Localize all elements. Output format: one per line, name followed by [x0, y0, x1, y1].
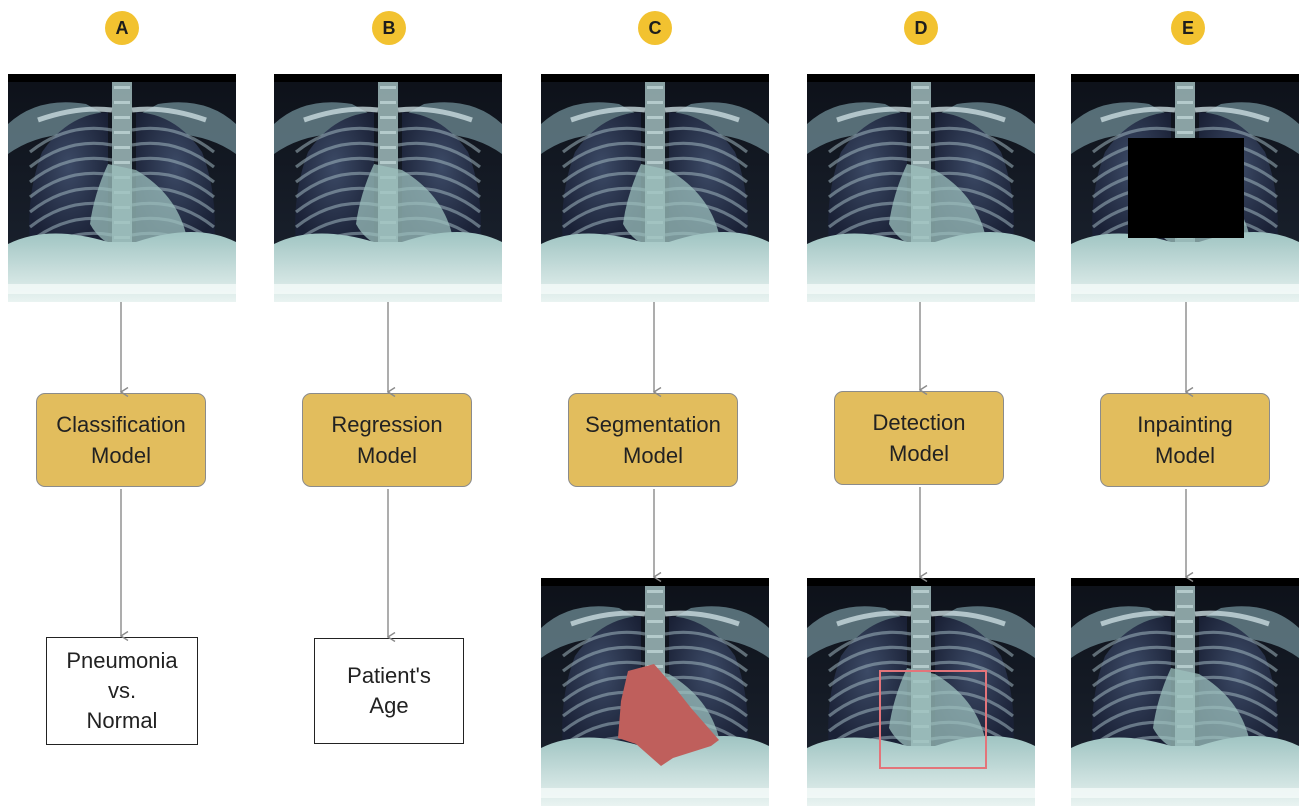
diagram-canvas: A Classification Model Pneumonia vs. Nor…	[0, 0, 1299, 803]
flow-arrows	[0, 0, 1299, 803]
